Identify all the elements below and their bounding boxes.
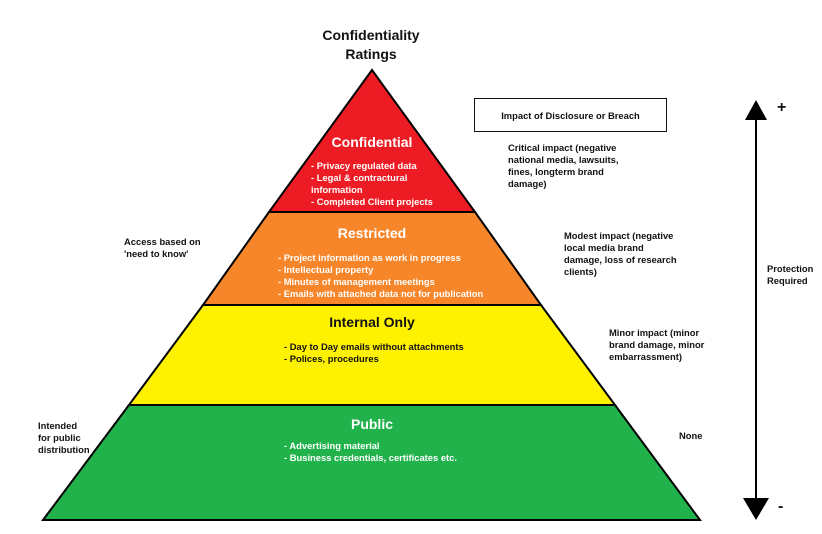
- list-item: - Business credentials, certificates etc…: [284, 452, 457, 463]
- impact-restricted: Modest impact (negative local media bran…: [564, 230, 677, 277]
- impact-confidential: Critical impact (negative national media…: [508, 142, 619, 189]
- impact-header-box: Impact of Disclosure or Breach: [474, 98, 667, 132]
- tier-restricted-title: Restricted: [338, 225, 406, 241]
- access-note-restricted: Access based on 'need to know': [124, 236, 201, 259]
- list-item: - Advertising material: [284, 440, 380, 451]
- tier-confidential-title: Confidential: [332, 134, 413, 150]
- protection-arrow-down-head: [743, 498, 769, 520]
- impact-public: None: [679, 430, 703, 441]
- protection-plus: +: [777, 99, 787, 116]
- list-item: - Legal & contractural: [311, 172, 408, 183]
- tier-restricted-items: - Project information as work in progres…: [278, 252, 483, 300]
- impact-header-label: Impact of Disclosure or Breach: [501, 109, 640, 121]
- tier-public-title: Public: [351, 416, 393, 432]
- impact-internal: Minor impact (minor brand damage, minor …: [609, 327, 705, 362]
- list-item: - Project information as work in progres…: [278, 252, 461, 263]
- title-line-1: Confidentiality: [322, 27, 420, 43]
- title-line-2: Ratings: [345, 46, 397, 62]
- diagram-title: Confidentiality Ratings: [286, 26, 456, 64]
- protection-label: Protection Required: [767, 263, 814, 286]
- tier-public-items: - Advertising material - Business creden…: [284, 440, 457, 464]
- list-item: - Minutes of management meetings: [278, 276, 435, 287]
- list-item: information: [311, 184, 363, 195]
- protection-minus: -: [778, 498, 784, 515]
- tier-internal-items: - Day to Day emails without attachments …: [284, 341, 464, 365]
- list-item: - Privacy regulated data: [311, 160, 417, 171]
- list-item: - Completed Client projects: [311, 196, 433, 207]
- access-note-public: Intended for public distribution: [38, 420, 90, 455]
- tier-internal-title: Internal Only: [329, 314, 415, 330]
- list-item: - Day to Day emails without attachments: [284, 341, 464, 352]
- tier-public-shape: [41, 404, 702, 521]
- protection-arrow-up-head: [745, 100, 767, 120]
- list-item: - Emails with attached data not for publ…: [278, 288, 484, 299]
- list-item: - Polices, procedures: [284, 353, 379, 364]
- tier-confidential-items: - Privacy regulated data - Legal & contr…: [311, 160, 433, 208]
- list-item: - Intellectual property: [278, 264, 374, 275]
